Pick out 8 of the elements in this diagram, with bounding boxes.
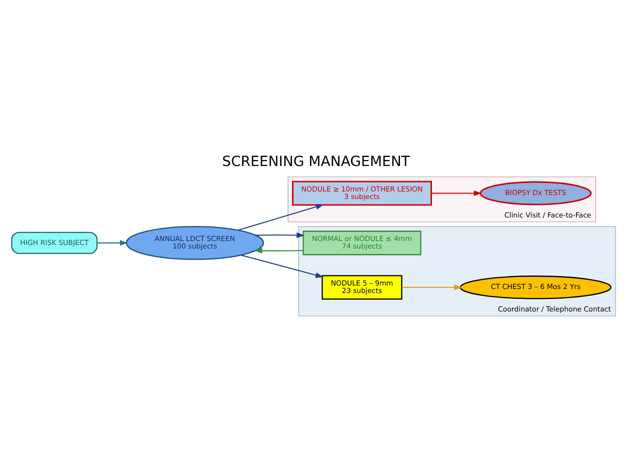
arrow [254, 248, 304, 254]
arrow [241, 254, 324, 278]
arrow [97, 240, 128, 246]
arrow [431, 190, 482, 196]
arrow [256, 232, 305, 238]
diagram-title: SCREENING MANAGEMENT [222, 154, 410, 170]
arrow [238, 204, 324, 231]
arrow [402, 284, 462, 290]
